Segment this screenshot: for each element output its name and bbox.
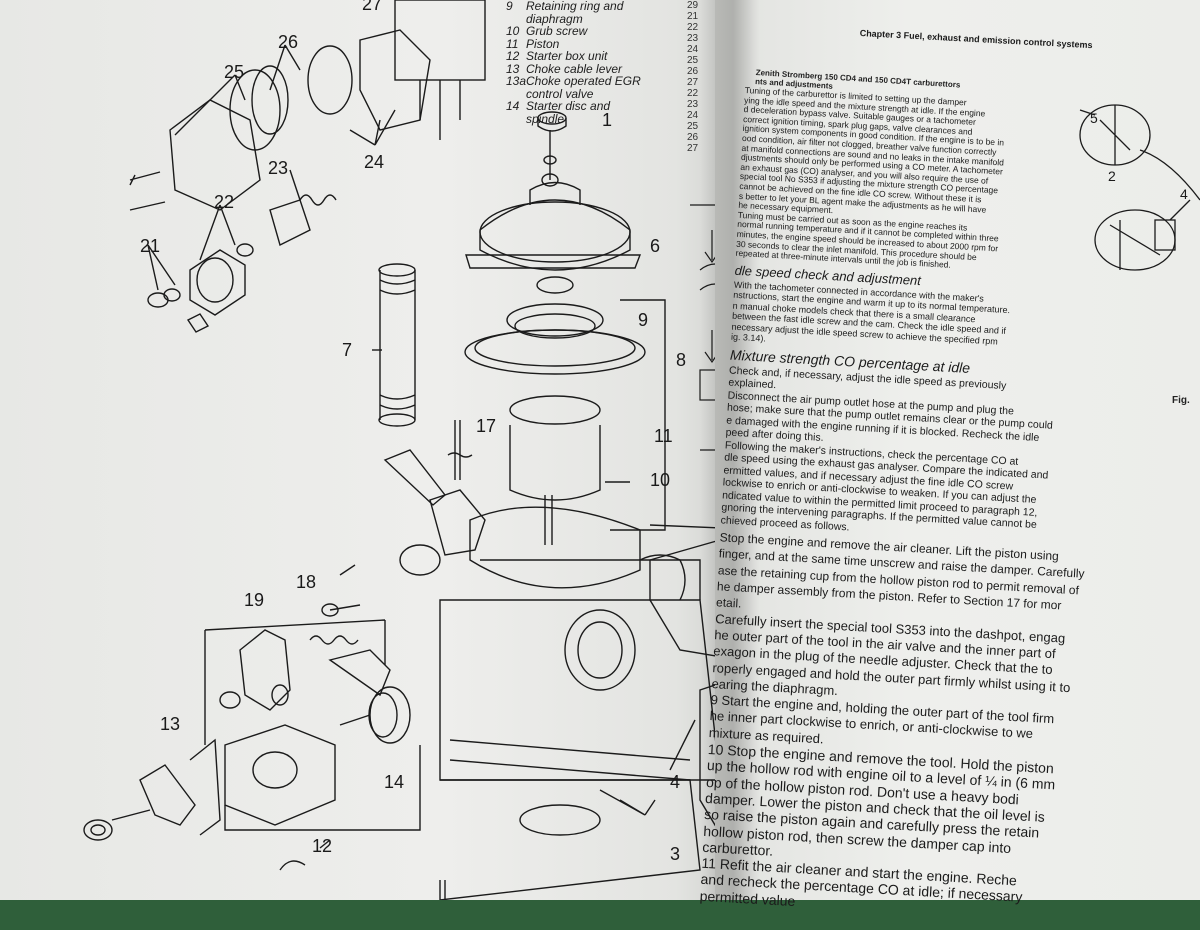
callout-1: 1 xyxy=(602,110,613,130)
callout-8: 8 xyxy=(676,350,687,370)
callout-9: 9 xyxy=(638,310,649,330)
callout-11: 11 xyxy=(654,426,673,446)
legend-row: spindle xyxy=(526,111,565,126)
mixture-paragraph: Check and, if necessary, adjust the idle… xyxy=(720,364,1054,534)
legend-row: diaphragm xyxy=(526,11,583,26)
callout-18: 18 xyxy=(296,572,317,592)
right-diagram xyxy=(1079,104,1200,271)
callout-14: 14 xyxy=(384,772,405,792)
right-callout-4: 4 xyxy=(1180,186,1188,202)
callout-6: 6 xyxy=(650,236,661,256)
callout-21: 21 xyxy=(140,236,161,256)
right-callout-5: 5 xyxy=(1090,110,1098,126)
callout-10: 10 xyxy=(650,470,671,490)
callout-23: 23 xyxy=(268,158,289,178)
callout-19: 19 xyxy=(244,590,265,610)
left-page: 27 26 25 24 23 22 21 7 1 6 9 8 11 10 17 … xyxy=(0,0,735,900)
callout-3: 3 xyxy=(670,844,681,864)
steps-paragraph: Stop the engine and remove the air clean… xyxy=(699,530,1085,909)
callout-22: 22 xyxy=(214,192,235,212)
legend-row: control valve xyxy=(526,86,594,101)
callout-7: 7 xyxy=(342,340,353,360)
callout-4: 4 xyxy=(670,772,681,792)
right-page xyxy=(715,0,1200,900)
figure-label: Fig. xyxy=(1172,395,1190,406)
callout-17: 17 xyxy=(476,416,497,436)
right-callout-2: 2 xyxy=(1108,168,1116,184)
callout-24: 24 xyxy=(364,152,385,172)
carburettor-exploded-diagram xyxy=(83,0,735,900)
callout-26: 26 xyxy=(278,32,299,52)
callout-12: 12 xyxy=(312,836,333,856)
callout-25: 25 xyxy=(224,62,245,82)
callout-27: 27 xyxy=(362,0,383,14)
callout-13: 13 xyxy=(160,714,181,734)
